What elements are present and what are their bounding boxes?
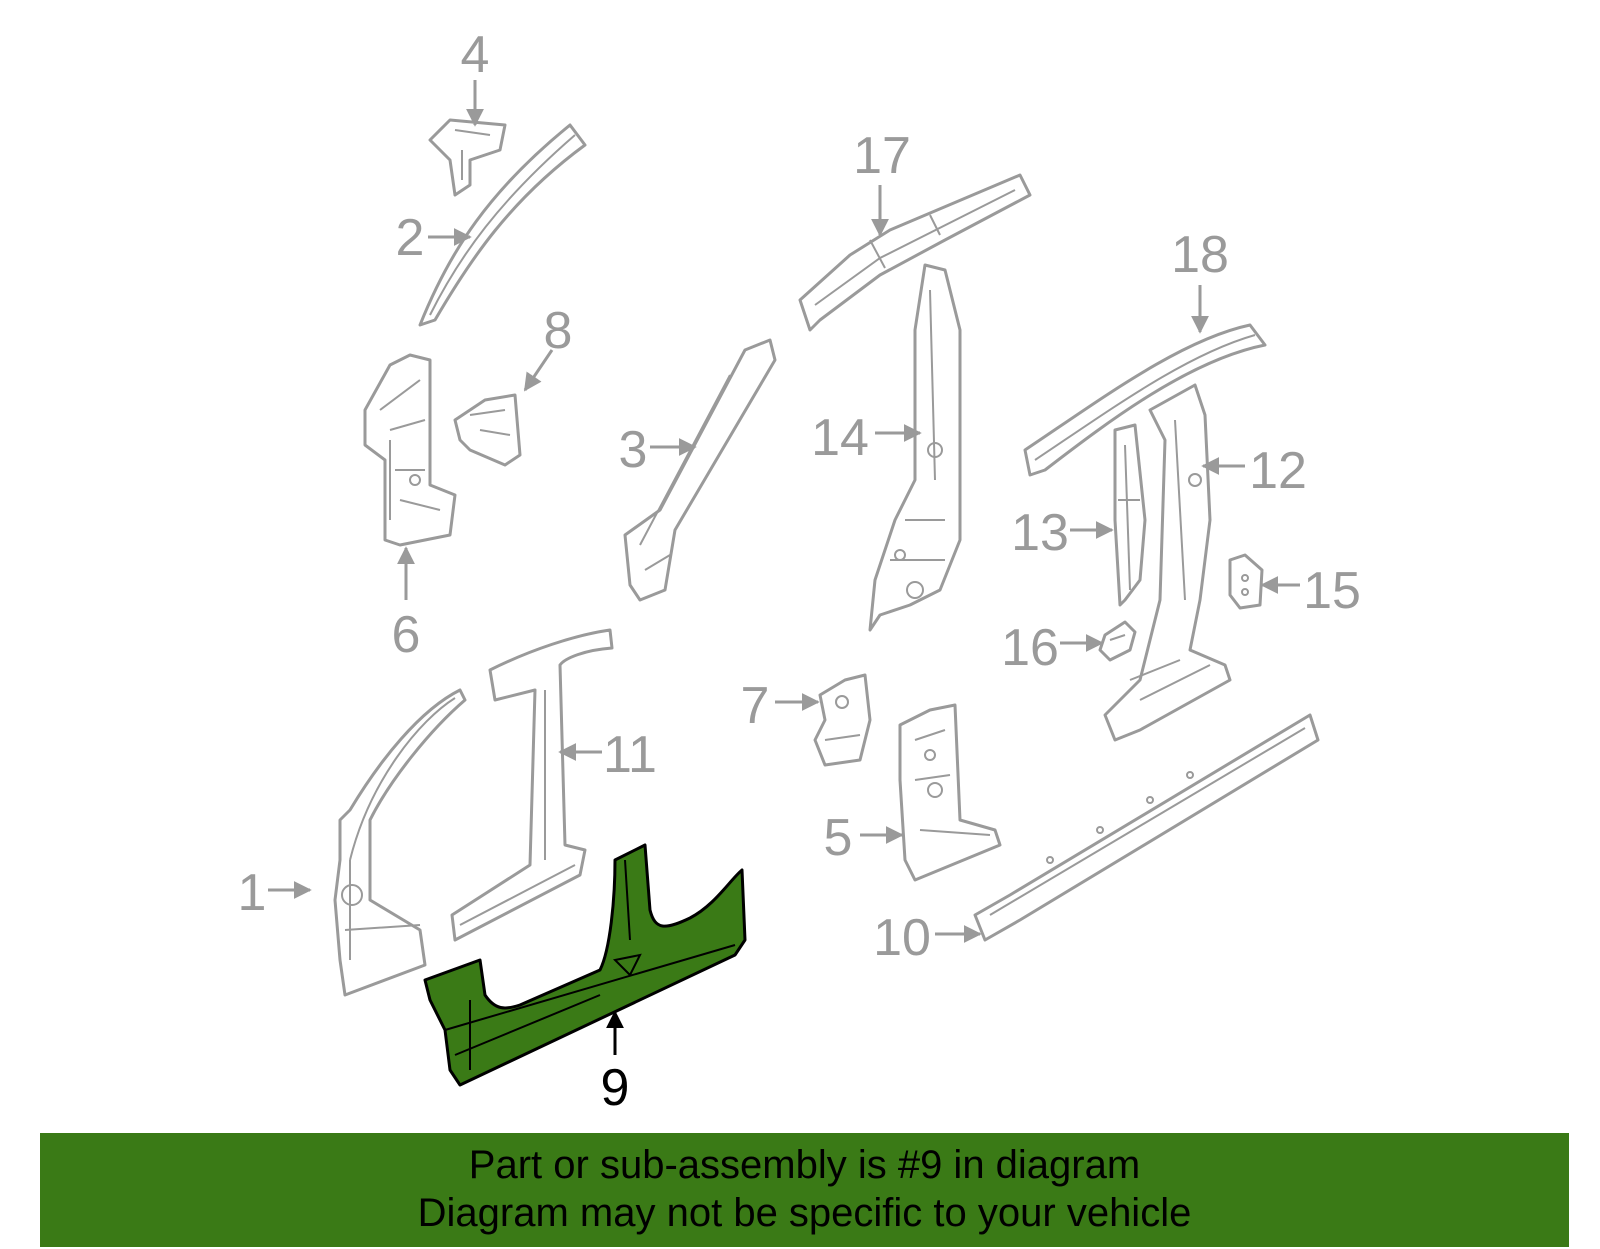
info-banner: Part or sub-assembly is #9 in diagram Di… (40, 1133, 1569, 1247)
part-17[interactable] (798, 173, 1032, 332)
part-5[interactable] (898, 703, 1002, 882)
callout-15: 15 (1303, 562, 1361, 620)
callout-16: 16 (1001, 619, 1059, 677)
banner-line-disclaimer: Diagram may not be specific to your vehi… (417, 1191, 1192, 1235)
part-7[interactable] (813, 673, 872, 767)
callout-3: 3 (619, 421, 648, 479)
callout-2: 2 (396, 209, 425, 267)
part-10[interactable] (973, 713, 1320, 942)
callout-12: 12 (1249, 442, 1307, 500)
part-4[interactable] (428, 118, 507, 197)
part-13[interactable] (1113, 423, 1147, 607)
part-6[interactable] (363, 353, 457, 547)
part-8[interactable] (453, 393, 522, 467)
part-1[interactable] (333, 688, 467, 997)
callout-14: 14 (811, 409, 869, 467)
part-16[interactable] (1098, 620, 1137, 662)
leader-8 (523, 349, 554, 392)
parts-diagram: 4 2 8 6 3 17 14 18 13 12 15 16 7 11 5 1 … (238, 26, 1361, 1117)
callout-18: 18 (1171, 226, 1229, 284)
callout-17: 17 (853, 127, 911, 185)
callout-5: 5 (824, 809, 853, 867)
banner-line-part-number: Part or sub-assembly is #9 in diagram (468, 1143, 1141, 1187)
callout-13: 13 (1011, 504, 1069, 562)
callout-9: 9 (601, 1059, 630, 1117)
part-15[interactable] (1228, 553, 1264, 610)
part-18[interactable] (1023, 323, 1267, 477)
callout-11: 11 (603, 726, 657, 784)
part-9[interactable] (423, 843, 747, 1087)
callout-7: 7 (741, 677, 770, 735)
part-12[interactable] (1103, 383, 1232, 742)
part-2[interactable] (418, 123, 587, 327)
part-3[interactable] (623, 338, 777, 602)
callout-6: 6 (392, 606, 421, 664)
part-11[interactable] (450, 628, 614, 942)
callout-4: 4 (461, 26, 490, 84)
part-14[interactable] (868, 263, 962, 632)
callout-1: 1 (238, 864, 267, 922)
callout-10: 10 (873, 909, 931, 967)
callout-8: 8 (544, 302, 573, 360)
